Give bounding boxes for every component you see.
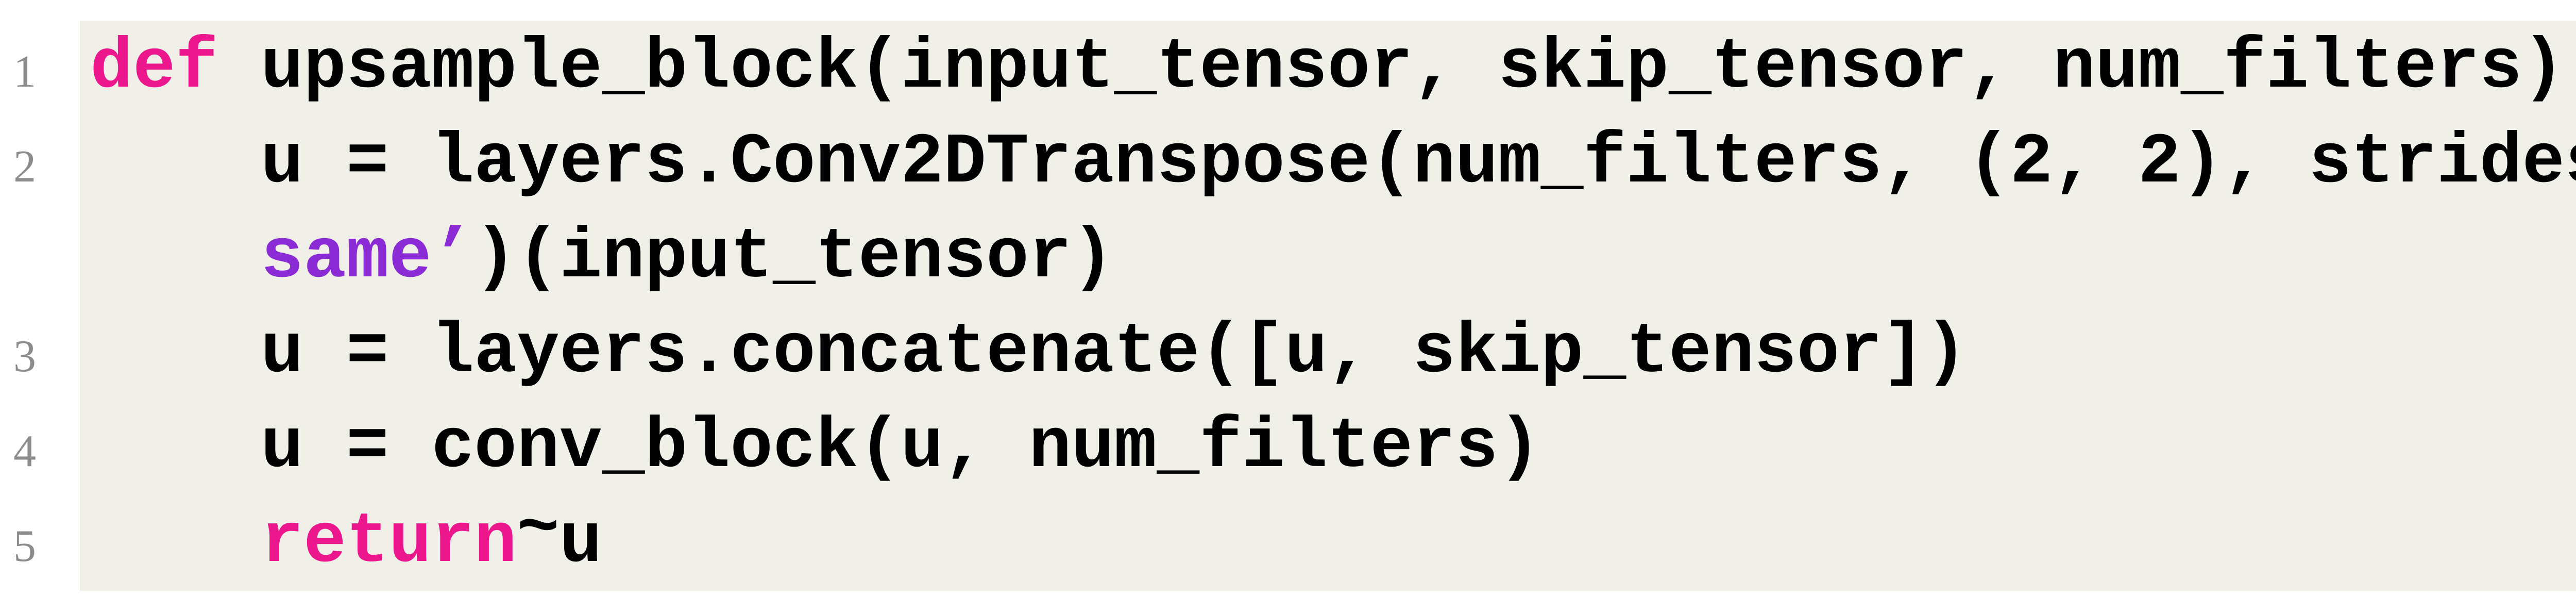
code-text: u = layers.concatenate([u, skip_tensor]) <box>90 312 1968 393</box>
keyword-token: return <box>261 502 517 583</box>
code-text: u = layers.Conv2DTranspose(num_filters, … <box>261 123 2576 203</box>
code-text: u <box>559 502 602 583</box>
code-line: 3 u = layers.concatenate([u, skip_tensor… <box>0 305 2576 400</box>
line-number: 3 <box>13 332 36 382</box>
code-text: upsample_block(input_tensor, skip_tensor… <box>218 28 2576 108</box>
code-listing: 1 def upsample_block(input_tensor, skip_t… <box>0 21 2576 590</box>
code-line: 1 def upsample_block(input_tensor, skip_t… <box>0 21 2576 115</box>
code-line-content: u = layers.Conv2DTranspose(num_filters, … <box>80 115 2576 210</box>
code-text <box>90 502 261 583</box>
code-line-content: return~u <box>80 489 602 590</box>
line-number: 5 <box>13 521 36 571</box>
string-token: same’ <box>261 218 474 298</box>
code-line: same’)(input_tensor) <box>0 210 2576 305</box>
code-text <box>90 218 261 298</box>
code-line-content: same’)(input_tensor) <box>80 210 1114 305</box>
code-text: )(input_tensor) <box>474 218 1114 298</box>
code-text: u = conv_block(u, num_filters) <box>90 407 1541 488</box>
keyword-token: def <box>90 28 218 108</box>
code-line: 4 u = conv_block(u, num_filters) <box>0 400 2576 495</box>
code-line: 5 return~u <box>0 489 2576 590</box>
line-number: 4 <box>13 426 36 476</box>
line-number: 2 <box>13 142 36 192</box>
code-block-background <box>80 21 2576 591</box>
code-line-content: u = layers.concatenate([u, skip_tensor]) <box>80 305 1968 400</box>
code-line-content: u = conv_block(u, num_filters) <box>80 400 1541 495</box>
code-line: 2 u = layers.Conv2DTranspose(num_filters… <box>0 115 2576 210</box>
tilde-token: ~ <box>517 489 560 570</box>
code-line-content: def upsample_block(input_tensor, skip_te… <box>80 21 2576 115</box>
line-number: 1 <box>13 47 36 97</box>
